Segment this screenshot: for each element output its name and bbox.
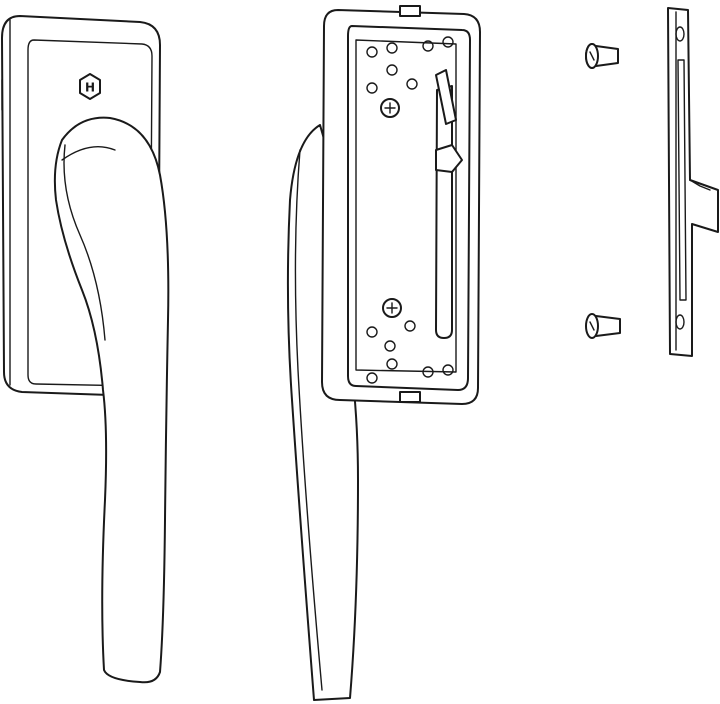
spacer-plate bbox=[667, 7, 719, 357]
holes bbox=[366, 36, 454, 384]
countersunk-screw-bottom bbox=[585, 313, 621, 339]
handle-front-view: H bbox=[1, 15, 170, 684]
phillips-screw-icon bbox=[380, 98, 402, 318]
lever-front bbox=[53, 116, 170, 684]
logo-hexagon-icon: H bbox=[79, 73, 101, 100]
slot bbox=[435, 69, 463, 339]
logo-letter: H bbox=[85, 81, 95, 95]
handle-back-view bbox=[286, 5, 481, 701]
countersunk-screw-top bbox=[585, 43, 619, 69]
